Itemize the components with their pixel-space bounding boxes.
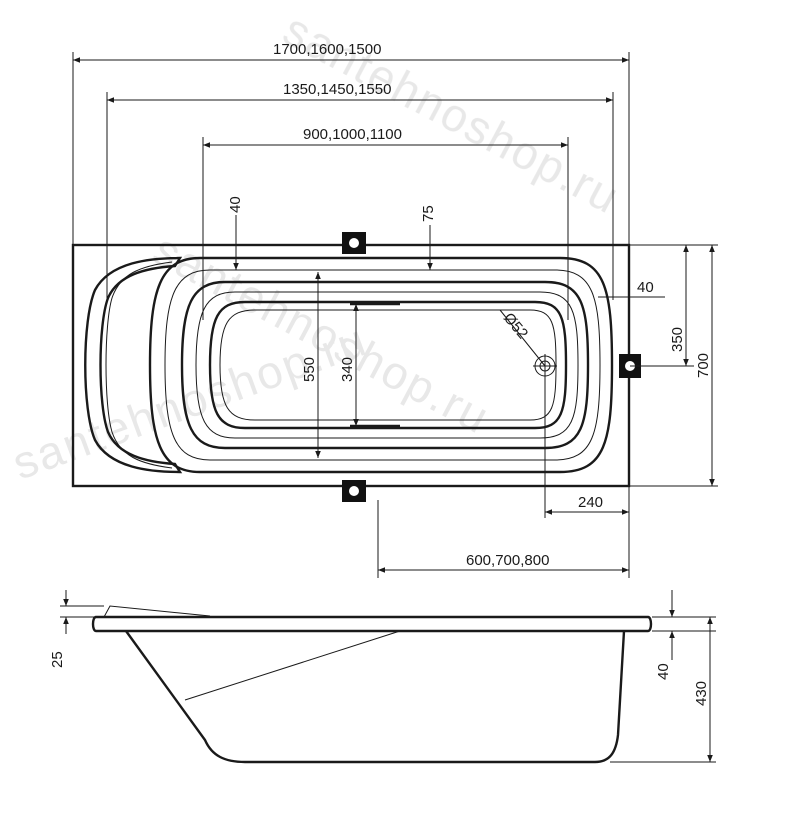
side-view: 25 40 430: [49, 590, 716, 764]
dim-rim-right: 40: [637, 279, 654, 296]
watermark-text-1: santehnoshop.ru: [275, 3, 629, 224]
dim-inner-width: 550: [301, 357, 318, 382]
dim-rim-left: 40: [227, 196, 244, 213]
drain-leader: [499, 309, 546, 367]
dim-drain-offset-y: 350: [669, 327, 686, 352]
dim-rim-top: 75: [420, 205, 437, 222]
inner-bowl-2: [195, 291, 579, 439]
dim-total-height: 430: [693, 681, 710, 706]
dim-bottom-width: 340: [339, 357, 356, 382]
mount-bracket-top: [342, 232, 366, 254]
bottom-inner: [219, 309, 557, 421]
top-view: 1700,1600,1500 1350,1450,1550 900,1000,1…: [71, 41, 718, 578]
dim-drain-diameter: Ø52: [500, 310, 531, 343]
side-body: [125, 630, 626, 764]
headrest-inner: [105, 261, 173, 469]
dim-rim-thickness: 25: [49, 651, 66, 668]
side-rim: [91, 615, 653, 633]
side-inner-slope: [184, 630, 401, 701]
dim-overall-width: 700: [695, 353, 712, 378]
dim-inner-length: 1350,1450,1550: [283, 81, 391, 98]
mount-bracket-bottom: [342, 480, 366, 502]
outer-bowl: [148, 256, 614, 474]
dim-overall-length: 1700,1600,1500: [273, 41, 381, 58]
side-headrest: [103, 605, 211, 618]
dim-drain-offset-x: 240: [578, 494, 603, 511]
dim-bottom-length: 900,1000,1100: [303, 126, 402, 143]
dim-rim-to-top: 40: [655, 663, 672, 680]
dim-leg-spacing: 600,700,800: [466, 552, 549, 569]
headrest-outline: [84, 256, 183, 474]
mid-bowl: [164, 269, 601, 461]
bottom-outline: [208, 300, 568, 430]
